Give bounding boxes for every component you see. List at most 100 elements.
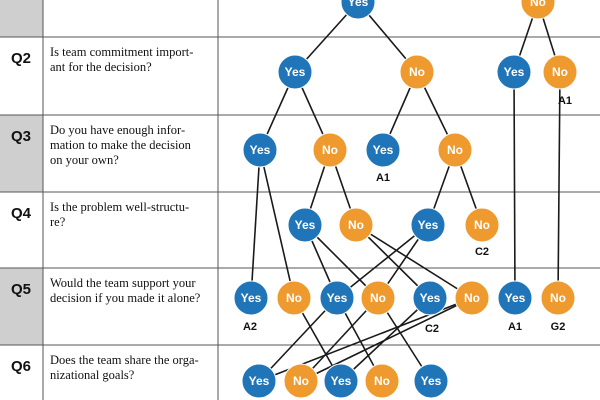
node-label: No <box>409 65 425 79</box>
node-circle <box>233 280 269 316</box>
node-label: Yes <box>327 291 348 305</box>
question-text-line: nizational goals? <box>50 368 135 382</box>
decision-node-yes: Yes <box>287 207 323 243</box>
question-id: Q4 <box>11 205 32 222</box>
question-id: Q3 <box>11 128 31 145</box>
node-label: No <box>348 218 364 232</box>
question-id-cell <box>0 115 43 192</box>
node-circle <box>497 280 533 316</box>
decision-node-no: No <box>542 54 578 90</box>
tree-edge <box>250 149 261 299</box>
node-circle <box>319 280 355 316</box>
decision-node-yes: Yes <box>497 280 533 316</box>
node-label: Yes <box>420 291 441 305</box>
outcome-label: G2 <box>551 321 566 333</box>
tree-edge <box>355 224 473 299</box>
node-circle <box>241 363 277 399</box>
node-circle <box>276 280 312 316</box>
node-label: No <box>286 291 302 305</box>
node-circle <box>340 0 376 20</box>
outcome-label: A1 <box>558 95 572 107</box>
node-label: Yes <box>421 374 442 388</box>
node-label: No <box>530 0 546 9</box>
node-label: No <box>552 65 568 79</box>
node-circle <box>540 280 576 316</box>
decision-node-no: No <box>360 280 396 316</box>
node-label: Yes <box>249 374 270 388</box>
node-circle <box>242 132 278 168</box>
node-label: No <box>322 143 338 157</box>
node-circle <box>277 54 313 90</box>
decision-node-yes: Yes <box>410 207 446 243</box>
question-text-line: Is the problem well-structu- <box>50 200 189 214</box>
node-label: Yes <box>505 291 526 305</box>
question-text-line: Does the team share the orga- <box>50 353 199 367</box>
node-circle <box>323 363 359 399</box>
question-row-q2: Q2 Is team commitment import-ant for the … <box>0 37 193 115</box>
node-circle <box>496 54 532 90</box>
node-label: Yes <box>418 218 439 232</box>
node-label: Yes <box>348 0 369 9</box>
node-label: Yes <box>285 65 306 79</box>
decision-node-yes: Yes <box>340 0 376 20</box>
node-circle <box>464 207 500 243</box>
decision-node-yes: Yes <box>323 363 359 399</box>
question-text-line: mation to make the decision <box>50 138 192 152</box>
node-label: No <box>464 291 480 305</box>
node-label: No <box>550 291 566 305</box>
node-label: Yes <box>250 143 271 157</box>
question-text-line: on your own? <box>50 153 119 167</box>
node-circle <box>410 207 446 243</box>
node-circle <box>399 54 435 90</box>
question-text-line: decision if you made it alone? <box>50 291 201 305</box>
decision-node-yes: Yes <box>319 280 355 316</box>
decision-node-no: No <box>276 280 312 316</box>
decision-node-yes: Yes <box>496 54 532 90</box>
question-id-cell <box>0 37 43 115</box>
node-circle <box>542 54 578 90</box>
outcome-label: C2 <box>425 323 439 335</box>
decision-node-no: No <box>520 0 556 20</box>
question-text-line: Would the team support your <box>50 276 196 290</box>
decision-node-yes: Yes <box>233 280 269 316</box>
question-text-line: re? <box>50 215 66 229</box>
decision-node-no: No <box>399 54 435 90</box>
node-circle <box>364 363 400 399</box>
node-label: No <box>293 374 309 388</box>
decision-node-yes: Yes <box>412 280 448 316</box>
node-label: Yes <box>241 291 262 305</box>
tree-edge <box>258 297 338 382</box>
outcome-label: C2 <box>475 246 489 258</box>
decision-node-yes: Yes <box>365 132 401 168</box>
node-label: Yes <box>504 65 525 79</box>
question-text-line: Is team commitment import- <box>50 45 193 59</box>
node-circle <box>360 280 396 316</box>
node-label: No <box>474 218 490 232</box>
question-row-q1 <box>0 0 43 37</box>
node-label: Yes <box>373 143 394 157</box>
decision-node-yes: Yes <box>241 363 277 399</box>
tree-edge <box>259 149 295 299</box>
decision-node-no: No <box>540 280 576 316</box>
node-circle <box>437 132 473 168</box>
node-circle <box>365 132 401 168</box>
question-id-cell <box>0 0 43 37</box>
decision-node-no: No <box>312 132 348 168</box>
decision-node-no: No <box>283 363 319 399</box>
question-text-line: ant for the decision? <box>50 60 152 74</box>
node-circle <box>454 280 490 316</box>
question-text-line: Do you have enough infor- <box>50 123 185 137</box>
question-id-cell <box>0 268 43 345</box>
question-id: Q2 <box>11 50 31 67</box>
node-label: Yes <box>331 374 352 388</box>
question-row-q4: Q4 Is the problem well-structu-re? <box>0 192 189 268</box>
outcome-label: A2 <box>243 321 257 333</box>
node-circle <box>287 207 323 243</box>
question-id-cell <box>0 192 43 268</box>
node-circle <box>520 0 556 20</box>
